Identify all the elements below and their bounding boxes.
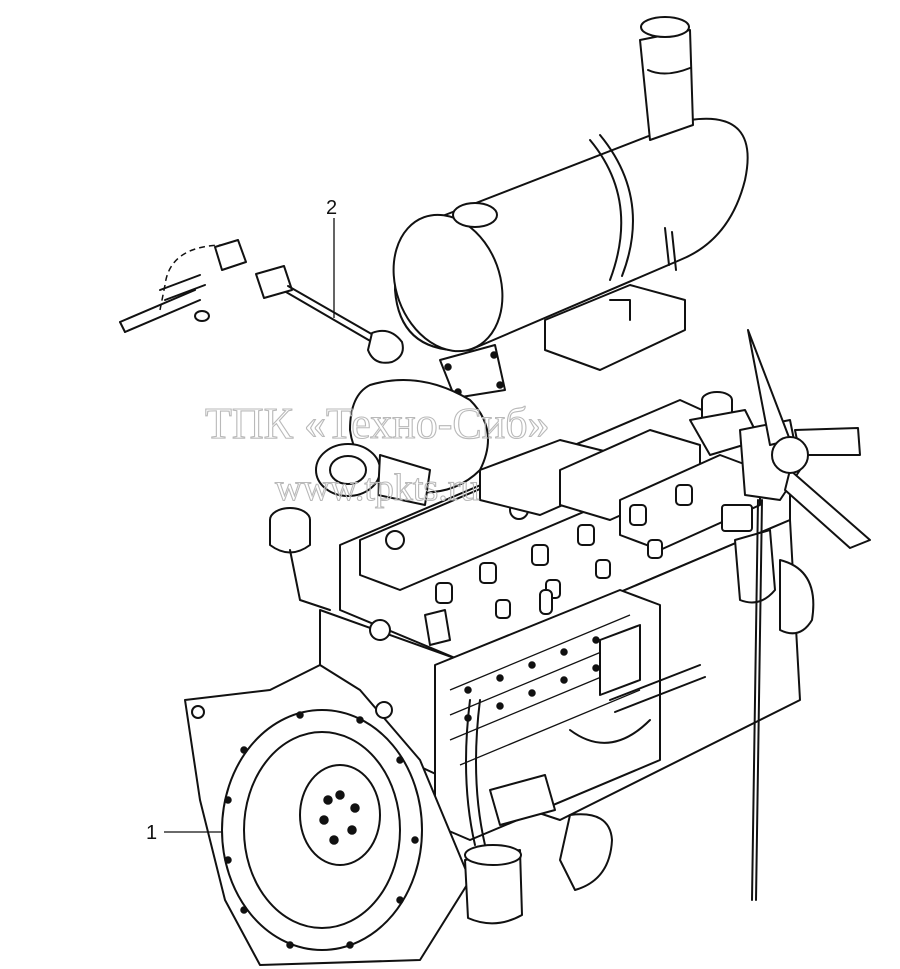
engine-block	[319, 519, 801, 841]
cooling-fan	[747, 329, 871, 549]
oil-filter	[464, 699, 613, 925]
callout-number-1: 1	[146, 822, 157, 844]
turbocharger	[315, 344, 506, 506]
watermark-url: www.tpkts.ru	[275, 467, 479, 509]
muffler	[392, 16, 749, 371]
callout-2: 2	[326, 197, 337, 318]
sensor-assembly	[119, 239, 404, 364]
injector-row	[435, 484, 693, 619]
watermark: ТПК «Техно-Сиб» www.tpkts.ru	[204, 398, 550, 509]
watermark-company: ТПК «Техно-Сиб»	[205, 399, 550, 448]
fuel-filter	[721, 499, 815, 901]
callout-1: 1	[146, 822, 222, 844]
breather-cap	[269, 507, 331, 611]
flywheel-housing	[184, 664, 471, 966]
callout-number-2: 2	[326, 197, 337, 219]
